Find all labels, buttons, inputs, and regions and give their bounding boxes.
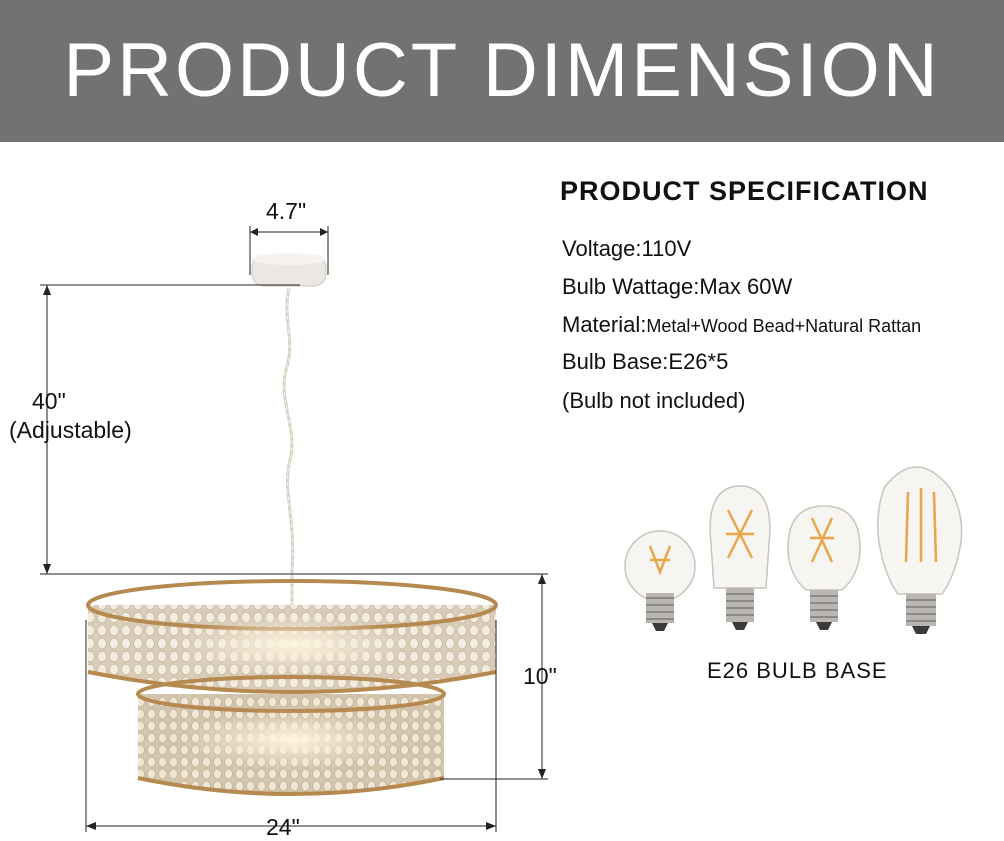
header-banner — [0, 0, 1004, 142]
page-title: PRODUCT DIMENSION — [63, 28, 941, 113]
drop-adjustable-note: (Adjustable) — [9, 417, 132, 443]
spec-wattage: Bulb Wattage:Max 60W — [562, 274, 793, 299]
spec-material-label: Material: — [562, 312, 647, 337]
drop-height-label: 40" — [32, 388, 66, 414]
spec-note: (Bulb not included) — [562, 388, 746, 413]
dimension-lines — [40, 226, 548, 832]
bulb-base-caption: E26 BULB BASE — [707, 658, 888, 683]
globe-bulb-icon — [624, 530, 696, 631]
lower-drum — [136, 675, 446, 796]
a19-bulb-icon — [787, 505, 861, 630]
spec-voltage: Voltage:110V — [562, 236, 692, 261]
chandelier-illustration — [40, 226, 548, 832]
tubular-bulb-icon — [709, 485, 771, 630]
canopy-width-label: 4.7" — [266, 198, 307, 224]
fixture-height-label: 10" — [523, 663, 557, 689]
canopy — [251, 253, 327, 287]
spec-material: Material:Metal+Wood Bead+Natural Rattan — [562, 312, 921, 338]
upper-drum — [86, 579, 498, 694]
spec-title: PRODUCT SPECIFICATION — [560, 176, 929, 206]
spec-bulb-base: Bulb Base:E26*5 — [562, 349, 729, 374]
st64-bulb-icon — [877, 466, 963, 634]
chain — [282, 287, 295, 612]
bulb-illustrations — [624, 466, 963, 634]
spec-material-value: Metal+Wood Bead+Natural Rattan — [646, 316, 922, 336]
fixture-width-label: 24" — [266, 814, 300, 840]
